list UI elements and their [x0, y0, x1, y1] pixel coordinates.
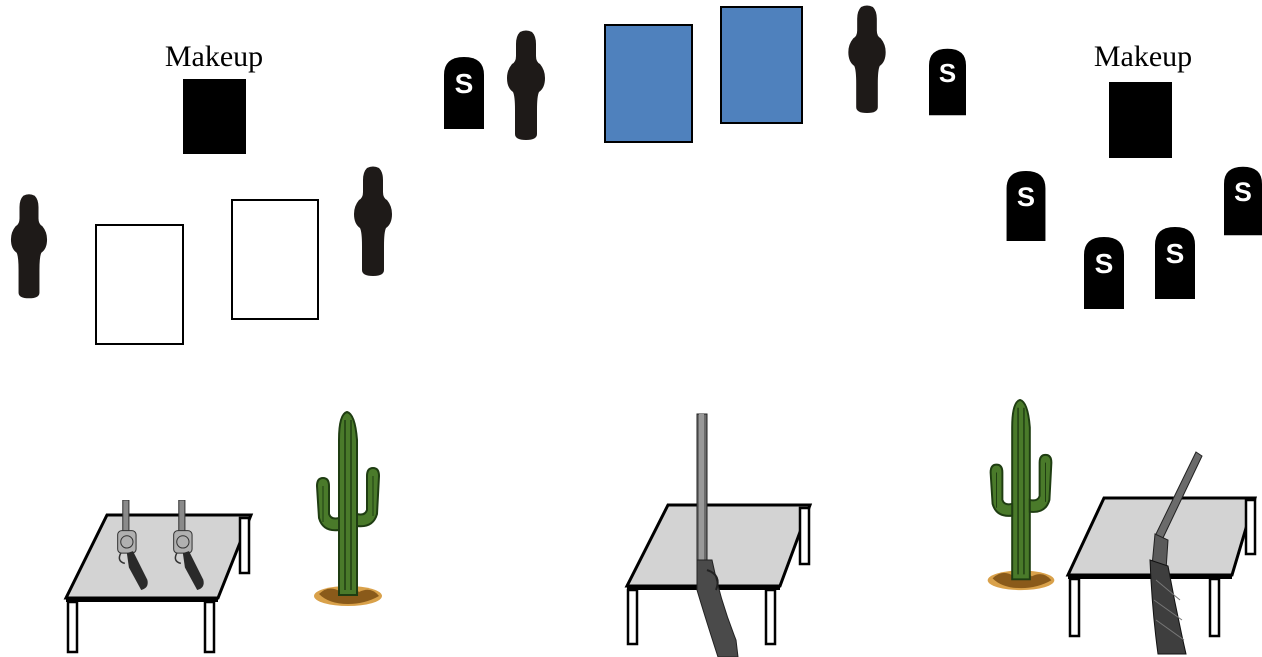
- paper-target-blue: [721, 7, 802, 123]
- makeup-label-right: Makeup: [1094, 40, 1192, 73]
- makeup-target-right: [1109, 82, 1172, 158]
- makeup-label-left: Makeup: [165, 40, 263, 73]
- silhouette-target-icon: [354, 167, 392, 277]
- silhouette-target-icon: [11, 194, 47, 298]
- steel-plate-icon: [929, 49, 966, 116]
- steel-plate-icon: [444, 57, 484, 129]
- silhouette-target-icon: [848, 5, 885, 113]
- table-icon: [66, 515, 251, 652]
- steel-plate-icon: [1155, 227, 1195, 299]
- silhouette-target-icon: [507, 31, 545, 141]
- paper-target-white: [232, 200, 318, 319]
- paper-target-blue: [605, 25, 692, 142]
- paper-target-white: [96, 225, 183, 344]
- steel-plate-icon: [1084, 237, 1124, 309]
- steel-plate-icon: [1224, 167, 1262, 235]
- makeup-target-left: [183, 79, 246, 154]
- cactus-icon: [314, 412, 382, 606]
- cactus-icon: [988, 400, 1055, 590]
- steel-plate-icon: [1007, 171, 1046, 241]
